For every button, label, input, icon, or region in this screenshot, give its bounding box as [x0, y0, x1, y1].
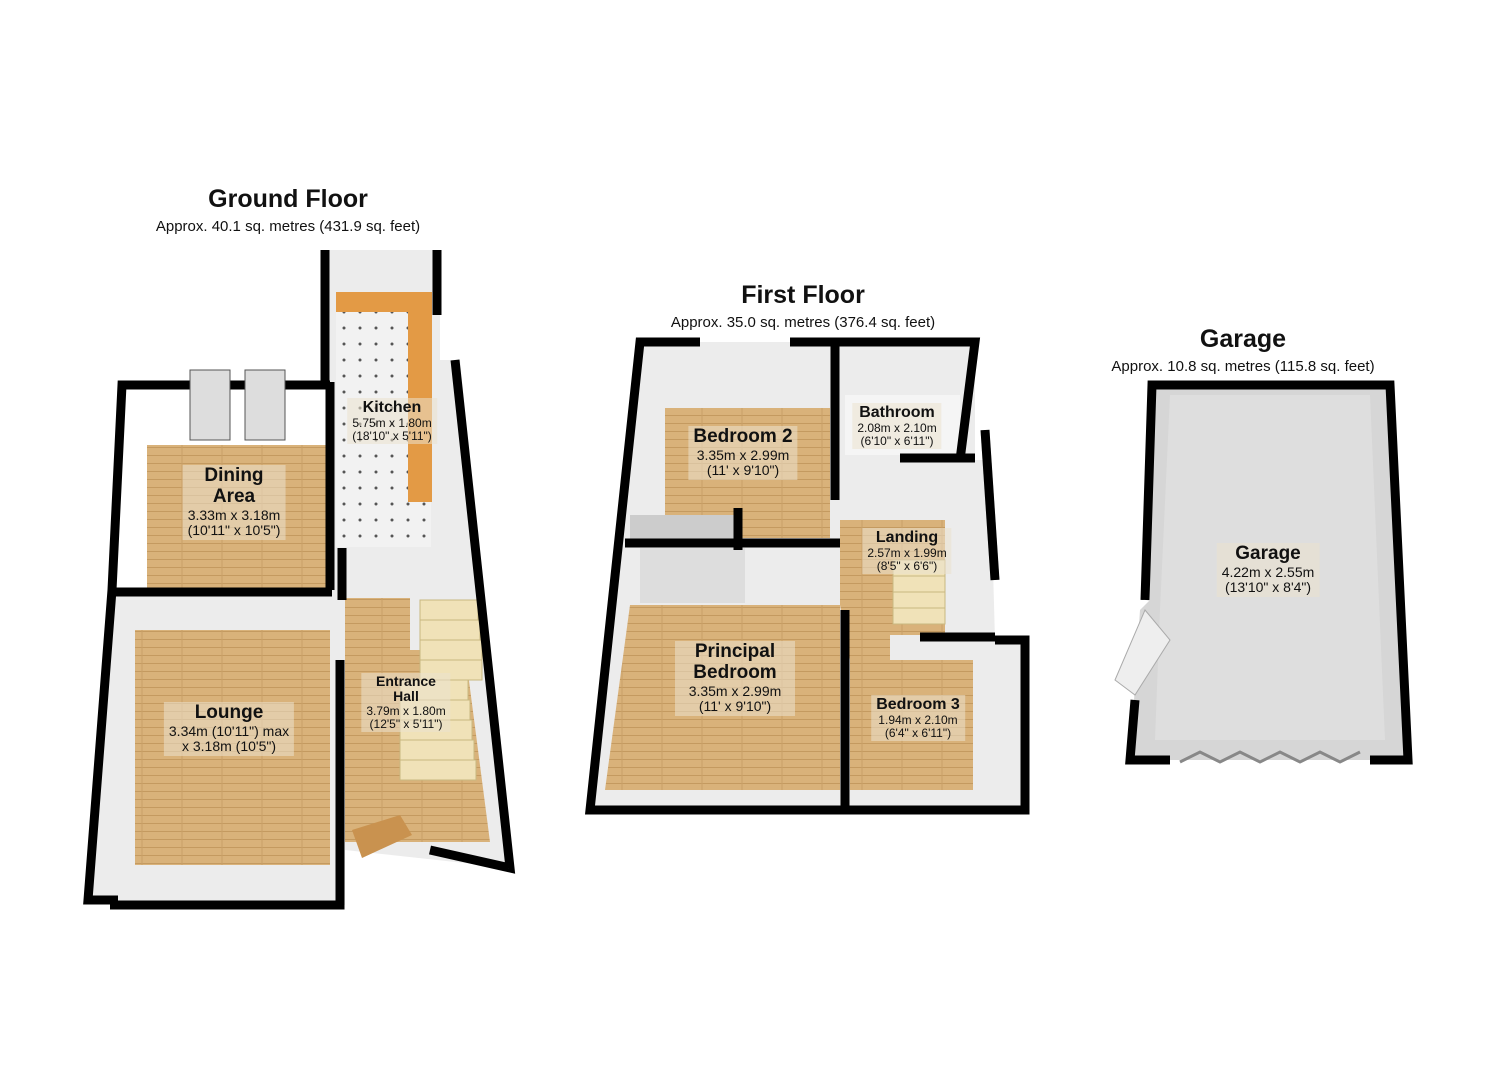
ground-floor-plan [83, 250, 516, 910]
first-floor-title: First Floor [741, 281, 865, 309]
room-label-bathroom: Bathroom 2.08m x 2.10m (6'10" x 6'11") [852, 403, 942, 449]
room-label-garage: Garage 4.22m x 2.55m (13'10" x 8'4") [1216, 543, 1320, 597]
ground-floor-title: Ground Floor [208, 185, 368, 213]
ground-floor-area: Approx. 40.1 sq. metres (431.9 sq. feet) [155, 218, 421, 235]
room-label-kitchen: Kitchen 5.75m x 1.80m (18'10" x 5'11") [347, 398, 437, 444]
front-door-mat [352, 815, 412, 858]
room-label-entrance-hall: Entrance Hall 3.79m x 1.80m (12'5" x 5'1… [361, 673, 451, 733]
room-label-bedroom-3: Bedroom 3 1.94m x 2.10m (6'4" x 6'11") [871, 695, 965, 741]
room-label-lounge: Lounge 3.34m (10'11") max x 3.18m (10'5"… [163, 702, 295, 756]
kitchen-worktop [408, 292, 432, 502]
garage-area: Approx. 10.8 sq. metres (115.8 sq. feet) [1111, 358, 1375, 375]
room-label-dining-area: Dining Area 3.33m x 3.18m (10'11" x 10'5… [182, 465, 286, 540]
room-label-principal-bedroom: Principal Bedroom 3.35m x 2.99m (11' x 9… [675, 641, 795, 716]
room-label-bedroom-2: Bedroom 2 3.35m x 2.99m (11' x 9'10") [688, 426, 798, 480]
garage-title: Garage [1199, 325, 1287, 353]
room-label-landing: Landing 2.57m x 1.99m (8'5" x 6'6") [862, 528, 952, 574]
first-floor-area: Approx. 35.0 sq. metres (376.4 sq. feet) [670, 314, 936, 331]
